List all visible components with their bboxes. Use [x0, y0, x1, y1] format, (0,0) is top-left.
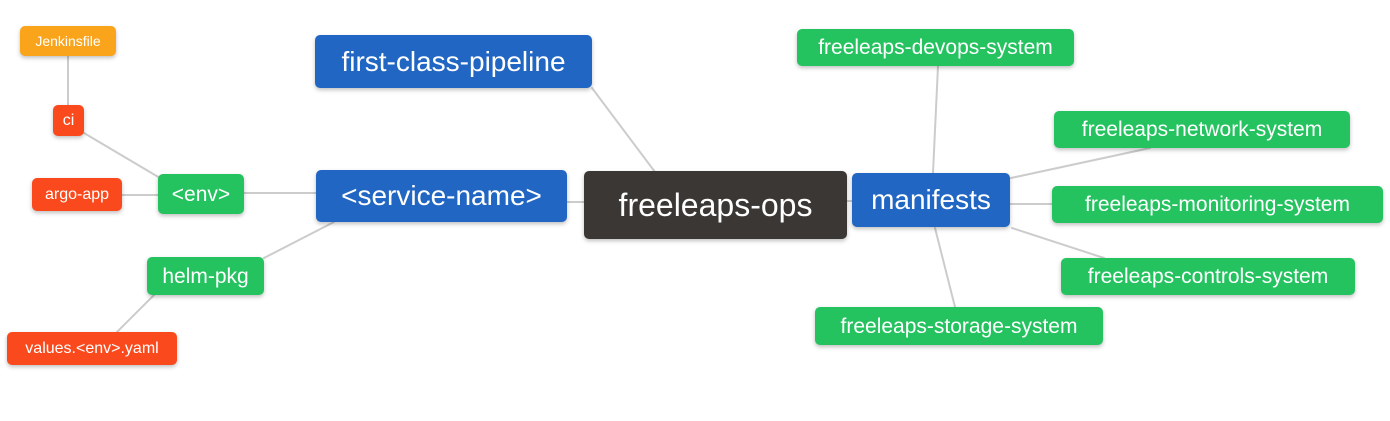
- node-freeleaps-controls-system[interactable]: freeleaps-controls-system: [1061, 258, 1355, 295]
- node-values-env-yaml[interactable]: values.<env>.yaml: [7, 332, 177, 365]
- node-freeleaps-monitoring-system[interactable]: freeleaps-monitoring-system: [1052, 186, 1383, 223]
- node-helm-pkg[interactable]: helm-pkg: [147, 257, 264, 295]
- node-argo-app[interactable]: argo-app: [32, 178, 122, 211]
- node-freeleaps-network-system[interactable]: freeleaps-network-system: [1054, 111, 1350, 148]
- edge-values-helm-pkg: [116, 294, 155, 333]
- edge-helm-pkg-service-name: [263, 221, 335, 259]
- node-freeleaps-ops[interactable]: freeleaps-ops: [584, 171, 847, 239]
- edge-manifests-controls: [1011, 227, 1105, 259]
- node-freeleaps-devops-system[interactable]: freeleaps-devops-system: [797, 29, 1074, 66]
- node-service-name[interactable]: <service-name>: [316, 170, 567, 222]
- node-env[interactable]: <env>: [158, 174, 244, 214]
- node-jenkinsfile[interactable]: Jenkinsfile: [20, 26, 116, 56]
- node-manifests[interactable]: manifests: [852, 173, 1010, 227]
- node-freeleaps-storage-system[interactable]: freeleaps-storage-system: [815, 307, 1103, 345]
- edge-manifests-storage: [934, 227, 956, 308]
- edge-manifests-devops: [932, 65, 939, 174]
- node-first-class-pipeline[interactable]: first-class-pipeline: [315, 35, 592, 88]
- edge-manifests-network: [1010, 147, 1151, 179]
- node-ci[interactable]: ci: [53, 105, 84, 136]
- edge-ci-env: [83, 132, 161, 179]
- edge-pipeline-freeleaps-ops: [591, 87, 656, 173]
